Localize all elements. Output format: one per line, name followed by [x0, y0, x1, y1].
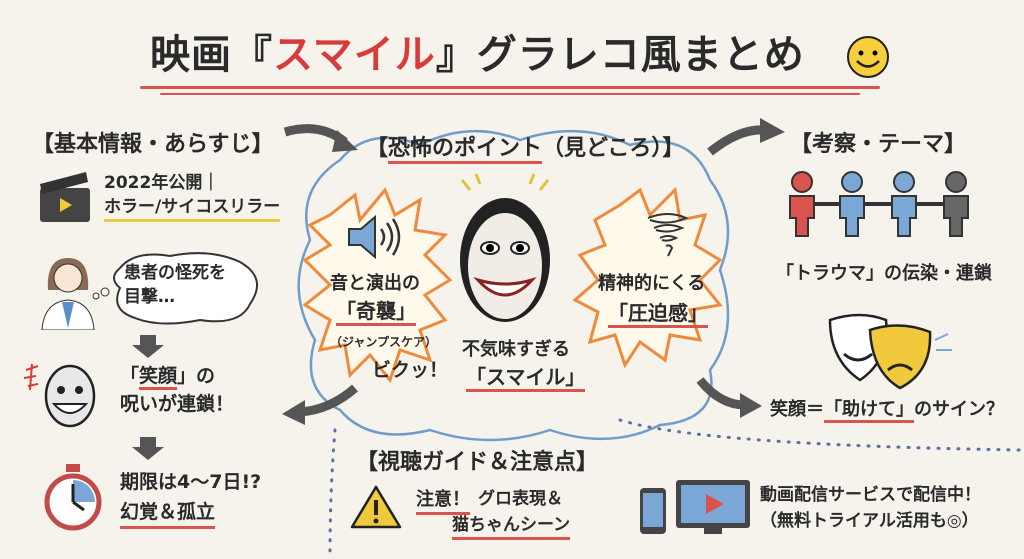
sound-exclaim: ビクッ！ [372, 359, 449, 381]
speaker-icon [348, 215, 401, 259]
trauma-text: 「トラウマ」の伝染・連鎖 [776, 263, 992, 284]
basic-heading: 【基本情報・あらすじ】 [32, 132, 274, 157]
thought-bubble [92, 252, 259, 325]
warn-label: 注意！ [416, 488, 470, 516]
page-title: 映画『スマイル』グラレコ風まとめ [150, 32, 805, 78]
fear-cloud [297, 129, 730, 442]
sign-text: 笑顔＝「助けて」のサイン？ [770, 398, 1004, 423]
cursed-smile-face-icon [23, 363, 96, 428]
sound-line1: 音と演出の [330, 273, 420, 294]
clapperboard-icon [40, 172, 90, 222]
smiling-face-illustration [460, 173, 550, 322]
title-underline [160, 93, 860, 95]
theme-heading: 【考察・テーマ】 [790, 132, 967, 157]
bubble-line2: 目撃… [124, 287, 175, 307]
guide-heading: 【視聴ガイド＆注意点】 [356, 450, 599, 475]
pressure-line1: 精神的にくる [598, 273, 706, 294]
sound-note: （ジャンプスケア） [330, 335, 438, 349]
people-chain-icon [789, 171, 969, 237]
devices-icon [640, 480, 750, 534]
bubble-line1: 患者の怪死を [124, 263, 226, 283]
sound-line2: 「奇襲」 [336, 298, 416, 326]
tornado-icon [647, 213, 689, 257]
title-underline [140, 86, 880, 89]
curse-word: 笑顔 [139, 365, 178, 390]
warn-line2: 猫ちゃんシーン [452, 514, 571, 540]
pressure-line2: 「圧迫感」 [608, 300, 708, 328]
genre: ホラー/サイコスリラー [104, 196, 281, 222]
stream-line2: （無料トライアル活用も◎） [760, 511, 979, 531]
stream-line1: 動画配信サービスで配信中！ [760, 485, 981, 505]
stopwatch-icon [44, 464, 102, 531]
smiley-icon [847, 36, 889, 78]
curse-line2: 呪いが連鎖！ [120, 393, 235, 415]
warning-icon [350, 485, 402, 529]
release-year: 2022年公開｜ [104, 173, 220, 193]
title-highlight: スマイル [273, 32, 436, 78]
doctor-icon [41, 258, 95, 330]
warn-line1: グロ表現＆ [478, 489, 563, 509]
theater-masks-icon [828, 313, 952, 390]
smile-line1: 不気味すぎる [462, 339, 570, 360]
effects: 幻覚＆孤立 [120, 500, 216, 529]
deadline: 期限は4～7日!? [120, 471, 262, 493]
curse-line1: 「笑顔」の [120, 364, 215, 390]
smile-line2: 「スマイル」 [466, 364, 586, 392]
fear-heading: 【恐怖のポイント（見どころ）】 [366, 130, 684, 164]
